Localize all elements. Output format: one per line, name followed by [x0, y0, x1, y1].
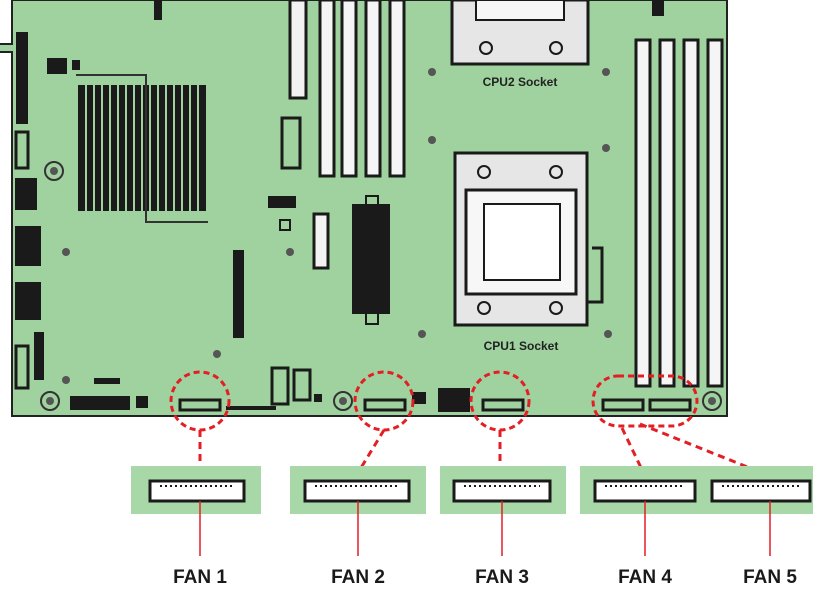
board-fan2-connector	[363, 398, 407, 412]
fan5-label: FAN 5	[743, 567, 797, 588]
chipset-heatsink	[76, 74, 208, 223]
dimm-slots-cpu2	[318, 0, 406, 178]
middle-components	[154, 0, 664, 412]
left-edge-connectors	[14, 32, 221, 411]
board-fan5-connector	[648, 398, 692, 412]
fan-connector-panels	[131, 466, 813, 556]
fan3-label: FAN 3	[475, 567, 529, 588]
board-fan-connectors	[178, 398, 692, 412]
cpu2-socket-label: CPU2 Socket	[483, 75, 558, 89]
fan4-5-panel	[580, 466, 813, 556]
motherboard: CPU2 Socket CPU1 Socket	[0, 0, 728, 417]
fan1-panel	[131, 466, 261, 556]
fan4-5-highlight	[591, 374, 699, 428]
cpu1-socket: CPU1 Socket	[418, 151, 612, 353]
board-fan4-connector	[601, 398, 645, 412]
board-fan1-connector	[178, 398, 222, 412]
dimm-slots-cpu1	[634, 38, 724, 388]
fan4-label: FAN 4	[618, 567, 672, 588]
fan2-panel	[290, 466, 426, 556]
board-fan3-connector	[481, 398, 525, 412]
cpu1-socket-label: CPU1 Socket	[484, 339, 559, 353]
fan2-label: FAN 2	[331, 567, 385, 588]
fan1-label: FAN 1	[173, 567, 227, 588]
fan3-panel	[440, 466, 566, 556]
fan-labels: FAN 1 FAN 2 FAN 3 FAN 4 FAN 5	[173, 567, 797, 588]
cpu2-socket: CPU2 Socket	[428, 0, 610, 152]
